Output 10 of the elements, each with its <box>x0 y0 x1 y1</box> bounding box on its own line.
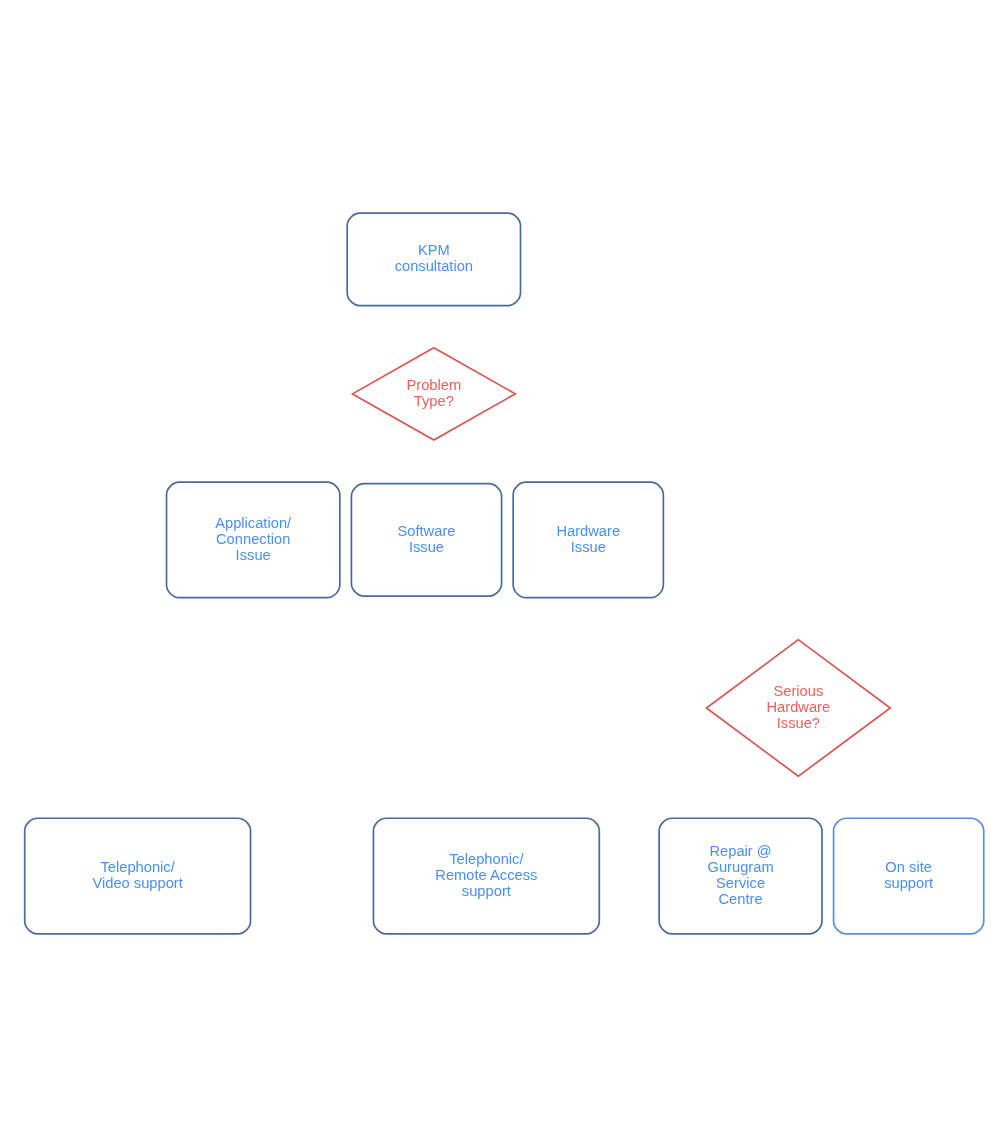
node-box: Telephonic/ Video support <box>23 817 252 935</box>
node-diamond: Serious Hardware Issue? <box>705 638 892 778</box>
node-box: Hardware Issue <box>512 481 665 599</box>
node-box: Application/ Connection Issue <box>165 481 341 599</box>
node-box: Telephonic/ Remote Access support <box>372 817 601 935</box>
node-box: On site support <box>832 817 985 935</box>
node-box: Repair @ Gurugram Service Centre <box>658 817 823 935</box>
node-box: Software Issue <box>350 482 503 597</box>
node-diamond: Problem Type? <box>350 346 517 442</box>
node-box: KPM consultation <box>346 212 522 307</box>
